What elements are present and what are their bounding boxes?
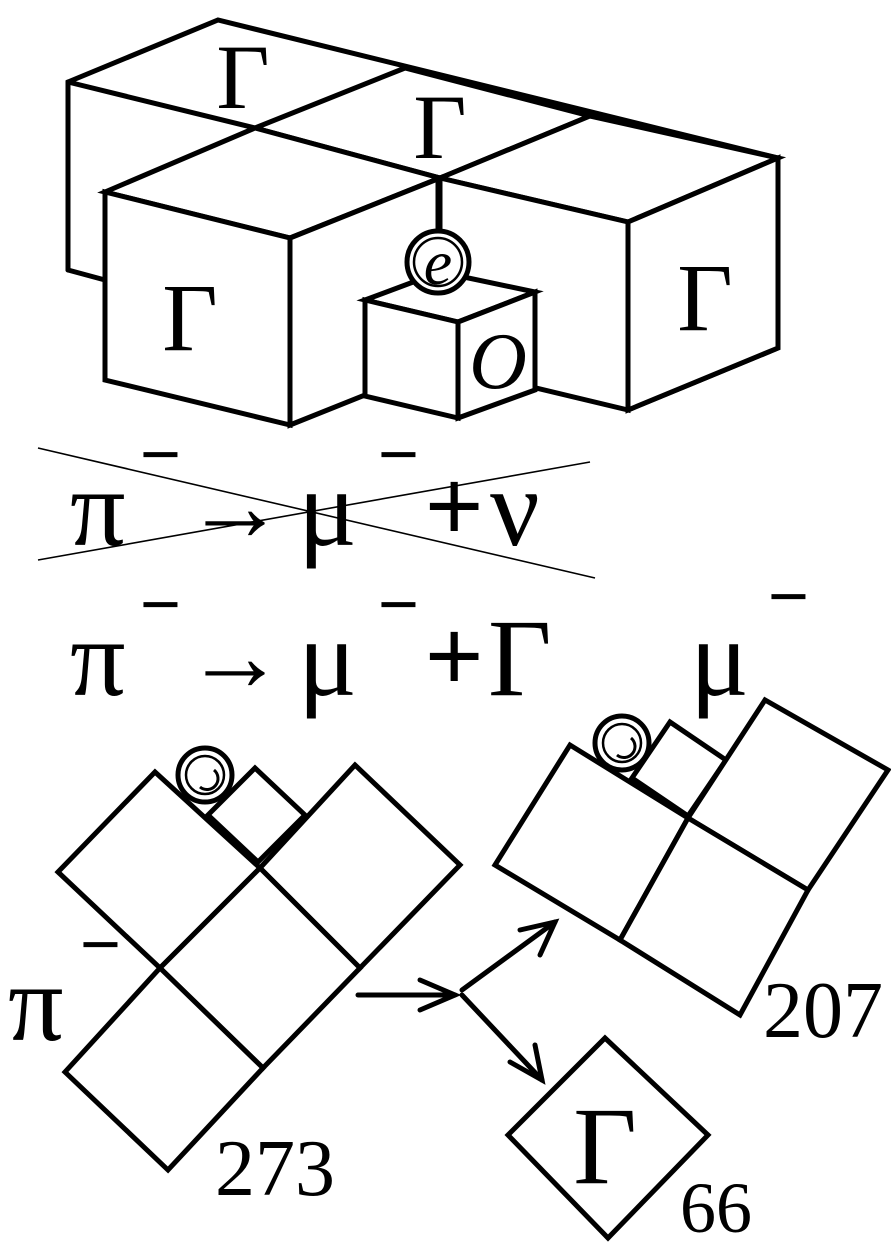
electron-label: e [424, 227, 452, 298]
corrected-arrow: → [185, 600, 285, 712]
muon-label: μ [690, 597, 749, 719]
corrected-mu: μ [298, 597, 357, 719]
o-label: O [469, 318, 527, 406]
cross-out-line [37, 447, 596, 579]
arrow-up-head [517, 918, 560, 958]
corrected-plus: + [425, 600, 483, 712]
crossed-mu-sup: − [378, 415, 419, 493]
pion-ball-highlight [199, 768, 220, 791]
pion-block: π − 273 [8, 745, 464, 1213]
crossed-pi-sup: − [140, 415, 181, 493]
pion-mass: 273 [215, 1125, 335, 1213]
back-cube-edge [252, 65, 408, 131]
gamma-back-left-label: Γ [216, 26, 269, 128]
pion-label: π [8, 942, 64, 1064]
crossed-equation: π − → μ − + ν [37, 415, 596, 579]
gamma-diamond [504, 1034, 712, 1242]
gamma-back-middle-label: Γ [413, 76, 466, 178]
muon-rect [616, 814, 812, 1019]
crossed-nu: ν [490, 447, 540, 569]
gamma-block: Γ 66 [504, 1034, 752, 1245]
corrected-equation: π − → μ − + Γ [70, 565, 552, 719]
gamma-front-right-label: Γ [677, 244, 733, 351]
crossed-pi: π [70, 447, 126, 569]
arrow-down-head [507, 1042, 546, 1085]
muon-mass: 207 [763, 967, 883, 1055]
small-cube-front [362, 296, 461, 422]
crossed-arrow: → [185, 450, 285, 562]
small-cube-side [455, 288, 538, 422]
crossed-plus: + [425, 450, 483, 562]
muon-ball-inner [601, 722, 643, 764]
muon-label-sup: − [768, 557, 809, 635]
pion-ball-inner [184, 754, 226, 796]
pion-small-square [204, 764, 309, 866]
top-grid-edge [402, 65, 593, 119]
front-right-cube-side [625, 154, 781, 414]
electron-ring-inner [412, 236, 464, 288]
gamma-front-left-label: Γ [162, 264, 218, 371]
decay-arrows [355, 918, 560, 1085]
cube-cluster: e Γ Γ Γ Γ O [65, 17, 787, 429]
arrow-down-shaft [459, 992, 545, 1083]
arrow-up-shaft [459, 919, 558, 993]
corrected-gamma: Γ [488, 597, 552, 719]
cross-out-line [37, 461, 591, 561]
gamma-diamond-label: Γ [573, 1085, 637, 1207]
corrected-pi: π [70, 597, 126, 719]
back-cube-edge [65, 79, 258, 131]
corrected-mu-sup: − [378, 565, 419, 643]
corrected-pi-sup: − [140, 565, 181, 643]
muon-ball-highlight [616, 736, 637, 759]
back-cube-edge [65, 267, 108, 283]
pion-label-sup: − [80, 905, 121, 983]
gamma-mass: 66 [680, 1168, 752, 1245]
electron-ring [404, 228, 472, 296]
muon-block: 207 [491, 696, 891, 1055]
pion-square [61, 964, 267, 1174]
arrow-main-head [417, 977, 462, 1013]
